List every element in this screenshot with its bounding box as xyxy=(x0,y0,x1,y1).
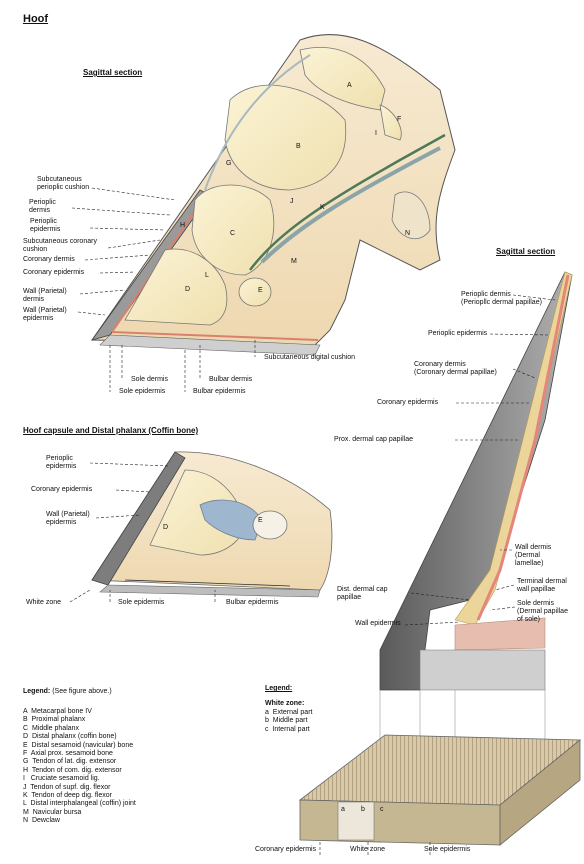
letter-I: I xyxy=(375,130,377,137)
fig3-label-terminal-dermal-wall-papillae: Terminal dermal wall papillae xyxy=(517,578,567,593)
fig2-label-wall-epidermis: Wall (Parietal) epidermis xyxy=(46,511,90,526)
label-subcutaneous-coronary-cushion: Subcutaneous coronary cushion xyxy=(23,238,97,253)
letter-D: D xyxy=(185,286,191,293)
legend-item: A Metacarpal bone IV xyxy=(23,708,92,715)
fig3-label-prox-dermal-cap-papillae: Prox. dermal cap papillae xyxy=(334,436,413,443)
label-coronary-dermis: Coronary dermis xyxy=(23,256,75,263)
letter-G: G xyxy=(226,160,232,167)
letter-E: E xyxy=(258,287,263,294)
label-perioplic-epidermis: Perioplic epidermis xyxy=(30,218,61,233)
legend-item: H Tendon of com. dig. extensor xyxy=(23,766,122,774)
legend-item: K Tendon of deep dig. flexor xyxy=(23,792,112,800)
label-subcutaneous-perioplic-cushion: Subcutaneous perioplic cushion xyxy=(37,176,90,191)
label-bulbar-epidermis: Bulbar epidermis xyxy=(193,388,246,395)
fig3-label-perioplic-epidermis: Perioplic epidermis xyxy=(428,330,488,337)
letter-M: M xyxy=(291,258,297,265)
letter-L: L xyxy=(205,272,209,279)
legend-list: A Metacarpal bone IV B Proximal phalanx … xyxy=(23,708,136,826)
letter-K: K xyxy=(320,204,325,211)
legend2-item: b Middle part xyxy=(265,717,308,725)
fig3-label-coronary-epidermis: Coronary epidermis xyxy=(377,399,439,406)
fig2-label-sole-epidermis: Sole epidermis xyxy=(118,599,165,606)
legend-title-text: Legend: xyxy=(23,688,51,695)
figure1-title: Sagittal section xyxy=(83,68,143,77)
figure3-drawing xyxy=(379,271,573,740)
legend2-title: Legend: xyxy=(265,685,293,692)
fig3-label-perioplic-dermis: Perioplic dermis (Periopllc dermal papil… xyxy=(461,291,542,306)
legend2-item: c Internal part xyxy=(265,725,310,733)
label-bulbar-dermis: Bulbar dermis xyxy=(209,376,253,383)
figure1-drawing xyxy=(91,33,456,356)
label-sole-epidermis: Sole epidermis xyxy=(119,388,166,395)
legend-item: L Distal interphalangeal (coffin) joint xyxy=(23,800,136,808)
block-label-coronary-epidermis: Coronary epidermis xyxy=(255,846,317,853)
block-letter-a: a xyxy=(341,806,345,813)
fig3-label-wall-dermis: Wall dermis (Dermal lamellae) xyxy=(515,544,552,567)
label-wall-epidermis: Wall (Parietal) epidermis xyxy=(23,307,67,322)
block-letter-b: b xyxy=(361,806,365,813)
fig2-label-coronary-epidermis: Coronary epidermis xyxy=(31,486,93,493)
legend-item: C Middle phalanx xyxy=(23,724,80,732)
legend-item: I Cruciate sesamoid lig. xyxy=(23,775,100,783)
label-wall-dermis: Wall (Parietal) dermis xyxy=(23,288,67,303)
fig3-label-wall-epidermis: Wall epidermis xyxy=(355,620,401,627)
figure3-title: Sagittal section xyxy=(496,247,556,256)
legend-item: G Tendon of lat. dig. extensor xyxy=(23,758,117,766)
legend-item: J Tendon of supf. dig. flexor xyxy=(23,783,111,791)
page-title: Hoof xyxy=(23,13,49,25)
letter-F: F xyxy=(397,116,402,123)
letter-H: H xyxy=(180,222,186,229)
legend2-list: a External part b Middle part c Internal… xyxy=(265,709,312,734)
legend-item: F Axial prox. sesamoid bone xyxy=(23,750,113,758)
label-coronary-epidermis: Coronary epidermis xyxy=(23,269,85,276)
label-perioplic-dermis: Perioplic dermis xyxy=(29,199,56,214)
legend-item: D Distal phalanx (coffin bone) xyxy=(23,733,117,741)
fig2-label-bulbar-epidermis: Bulbar epidermis xyxy=(226,599,279,606)
fig3-label-dist-dermal-cap-papillae: Dist. dermal cap papillae xyxy=(337,586,388,601)
legend-title: Legend: (See figure above.) xyxy=(23,688,112,695)
label-sole-dermis: Sole dermis xyxy=(131,376,168,383)
letter-A: A xyxy=(347,82,352,89)
block-letter-c: c xyxy=(380,806,384,813)
legend-item: M Navicular bursa xyxy=(23,808,82,816)
fig2-label-perioplic-epidermis: Perioplic epidermis xyxy=(46,455,77,470)
legend-item: E Distal sesamoid (navicular) bone xyxy=(23,741,134,749)
legend-item: B Proximal phalanx xyxy=(23,716,86,724)
letter-J: J xyxy=(290,198,294,205)
letter-C: C xyxy=(230,230,236,237)
fig2-letter-E: E xyxy=(258,517,263,524)
letter-N: N xyxy=(405,230,411,237)
leader-lines xyxy=(69,187,556,855)
letter-B: B xyxy=(296,143,301,150)
figure2-title: Hoof capsule and Distal phalanx (Coffin … xyxy=(23,426,199,435)
legend-item: N Dewclaw xyxy=(23,817,60,825)
fig3-label-coronary-dermis: Coronary dermis (Coronary dermal papilla… xyxy=(414,361,497,376)
figure2-drawing xyxy=(91,451,333,598)
fig2-label-white-zone: White zone xyxy=(26,599,62,606)
legend2-item: a External part xyxy=(265,709,313,716)
block-label-sole-epidermis: Sole epidermis xyxy=(424,846,471,853)
label-subcutaneous-digital-cushion: Subcutaneous digital cushion xyxy=(264,354,356,361)
block-drawing xyxy=(298,734,582,846)
legend2-subtitle: White zone: xyxy=(265,700,305,707)
legend-subtitle: (See figure above.) xyxy=(52,688,112,695)
fig3-label-sole-dermis: Sole dermis (Dermal papillae of sole) xyxy=(517,600,568,623)
block-label-white-zone: White zone xyxy=(350,846,386,853)
fig2-letter-D: D xyxy=(163,524,169,531)
